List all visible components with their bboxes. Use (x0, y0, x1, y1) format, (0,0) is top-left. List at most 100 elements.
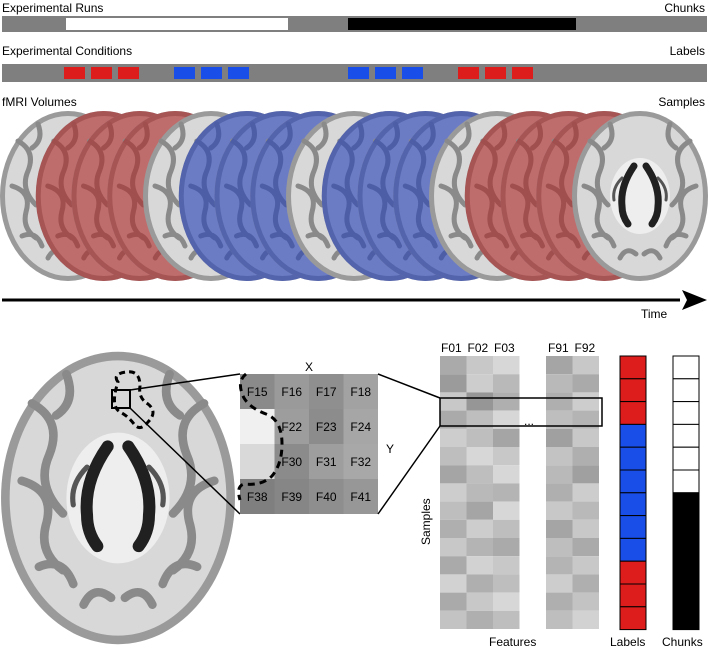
matrix-cell (572, 519, 599, 538)
roi-cell (240, 409, 275, 444)
roi-cell-label: F41 (350, 490, 371, 504)
roi-cell (274, 374, 309, 409)
label-cell (619, 446, 647, 471)
matrix-col-header: F01 (441, 341, 462, 355)
label-cell (619, 469, 647, 494)
large-brain (1, 352, 235, 644)
chunks-label: Chunks (664, 1, 705, 15)
matrix-cell (546, 592, 573, 611)
experimental-runs-label: Experimental Runs (2, 1, 104, 15)
volume-strip (0, 111, 708, 281)
matrix-cell (572, 447, 599, 466)
matrix-cell (466, 447, 493, 466)
matrix-cell (572, 592, 599, 611)
matrix-cell (440, 374, 467, 393)
conditions-bar (2, 64, 707, 82)
matrix-cell (572, 574, 599, 593)
label-cell (619, 537, 647, 562)
experimental-conditions-label: Experimental Conditions (2, 44, 133, 58)
run-2-segment (348, 18, 576, 30)
matrix-cell (440, 465, 467, 484)
matrix-cell (466, 519, 493, 538)
roi-cell (309, 409, 344, 444)
zoom-line-top (129, 373, 241, 391)
matrix-cell (440, 610, 467, 629)
label-cell (619, 606, 647, 631)
matrix-cell (466, 610, 493, 629)
matrix-cell (466, 592, 493, 611)
matrix-cell (546, 610, 573, 629)
roi-cell-label: F30 (281, 455, 302, 469)
matrix-cell (466, 501, 493, 520)
labels-column (619, 355, 647, 631)
chunks-column (672, 355, 700, 631)
grid-to-matrix-line-top (377, 373, 441, 399)
runs-bar (2, 16, 707, 32)
condition-block (64, 67, 85, 79)
chunk-cell (672, 401, 700, 425)
matrix-cell (440, 410, 467, 429)
matrix-cell (546, 483, 573, 502)
condition-block (228, 67, 249, 79)
chunk-cell (672, 560, 700, 585)
matrix-cell (572, 538, 599, 557)
matrix-cell (546, 428, 573, 447)
matrix-cell (572, 556, 599, 575)
label-cell (619, 492, 647, 517)
matrix-cell (546, 574, 573, 593)
chunk-cell (672, 355, 700, 380)
condition-block (91, 67, 112, 79)
label-cell (619, 423, 647, 448)
condition-block (512, 67, 533, 79)
labels-label: Labels (669, 44, 705, 58)
matrix-cell (440, 392, 467, 411)
chunk-cell (672, 446, 700, 471)
matrix-cell (440, 592, 467, 611)
matrix-cell (440, 538, 467, 557)
matrix-cell (493, 483, 520, 502)
matrix-cell (493, 519, 520, 538)
condition-block (201, 67, 222, 79)
matrix-col-header: F92 (575, 341, 596, 355)
chunk-cell (672, 423, 700, 448)
matrix-cell (493, 465, 520, 484)
roi-cell (309, 479, 344, 514)
matrix-cell (466, 483, 493, 502)
matrix-cell (572, 428, 599, 447)
chunk-cell (672, 469, 700, 494)
roi-cell (343, 444, 378, 479)
matrix-cell (493, 428, 520, 447)
roi-cell-label: F39 (281, 490, 302, 504)
sample-highlight (439, 397, 603, 427)
labels-column-title: Labels (610, 635, 645, 649)
condition-block (348, 67, 369, 79)
chunk-cell (672, 583, 700, 608)
brain-volume (572, 111, 708, 281)
matrix-col-header: F91 (548, 341, 569, 355)
roi-cell (343, 409, 378, 444)
chunk-cell (672, 606, 700, 631)
roi-cell (309, 444, 344, 479)
matrix-cell (493, 447, 520, 466)
matrix-cell (440, 428, 467, 447)
roi-cell-label: F31 (316, 455, 337, 469)
matrix-cell (440, 501, 467, 520)
matrix-cell (546, 447, 573, 466)
grid-to-matrix-line-bottom (377, 425, 441, 515)
roi-cell (240, 444, 275, 479)
matrix-cell (572, 410, 599, 429)
roi-cell-label: F38 (247, 490, 268, 504)
roi-cell (309, 374, 344, 409)
roi-cell-label: F23 (316, 420, 337, 434)
matrix-cell (546, 392, 573, 411)
run-1-segment (66, 18, 288, 30)
matrix-cell (440, 356, 467, 375)
matrix-cell (572, 501, 599, 520)
matrix-cell (572, 465, 599, 484)
matrix-col-header: F03 (494, 341, 515, 355)
matrix-cell (546, 410, 573, 429)
matrix-cell (572, 374, 599, 393)
condition-block (402, 67, 423, 79)
